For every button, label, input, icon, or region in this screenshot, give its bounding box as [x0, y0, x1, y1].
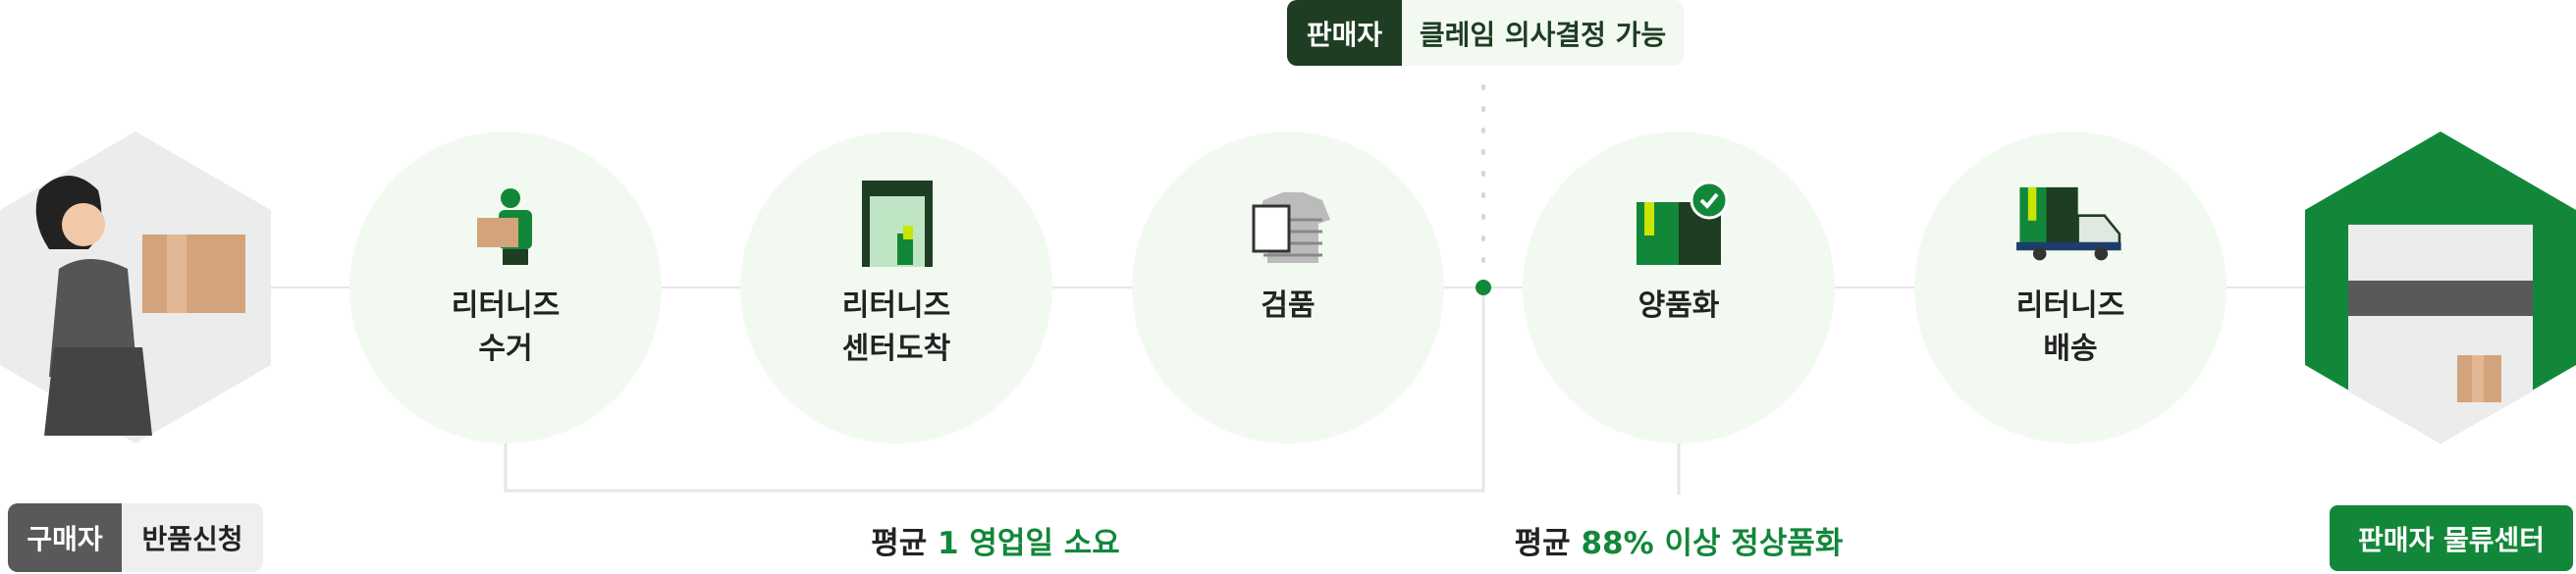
- step-label: 리터니즈 배송: [2015, 288, 2125, 366]
- stat-avg-days: 평균 1 영업일 소요: [871, 518, 1120, 562]
- step-refurbish: 양품화: [1523, 131, 1835, 444]
- buyer-hexagon: [0, 131, 271, 444]
- stat-prefix: 평균: [1514, 526, 1582, 561]
- stat-restore-rate: 평균 88% 이상 정상품화: [1515, 518, 1844, 562]
- buyer-role-label: 구매자: [8, 503, 122, 572]
- stat-highlight: 1 영업일 소요: [938, 526, 1120, 561]
- buyer-return-badge: 구매자 반품신청: [8, 503, 263, 572]
- step-center-arrival: 리터니즈 센터도착: [740, 131, 1052, 444]
- seller-claim-badge: 판매자 클레임 의사결정 가능: [1287, 0, 1684, 66]
- step-label: 리터니즈 센터도착: [841, 288, 951, 366]
- step-inspection: 검품: [1132, 131, 1444, 444]
- warehouse-icon: [2348, 225, 2533, 444]
- step-delivery: 리터니즈 배송: [1914, 131, 2227, 444]
- seller-warehouse-hexagon: [2305, 131, 2576, 444]
- seller-role-label: 판매자: [1287, 0, 1402, 66]
- claim-decision-label: 클레임 의사결정 가능: [1402, 0, 1684, 66]
- step-label: 양품화: [1637, 288, 1720, 323]
- buyer-with-box-icon: [35, 176, 245, 436]
- approved-box-icon: [1637, 181, 1729, 265]
- delivery-truck-icon: [2016, 186, 2121, 261]
- seller-center-button[interactable]: 판매자 물류센터: [2330, 505, 2573, 571]
- stat-highlight: 88% 이상 정상품화: [1581, 526, 1844, 561]
- step-label: 리터니즈 수거: [451, 288, 561, 366]
- return-request-label: 반품신청: [122, 503, 263, 572]
- stat-prefix: 평균: [871, 526, 939, 561]
- warehouse-door-icon: [862, 181, 933, 267]
- shirt-inspection-icon: [1252, 192, 1330, 263]
- step-label: 검품: [1261, 288, 1315, 323]
- courier-carrying-box-icon: [477, 188, 532, 265]
- step-pickup: 리터니즈 수거: [349, 131, 662, 444]
